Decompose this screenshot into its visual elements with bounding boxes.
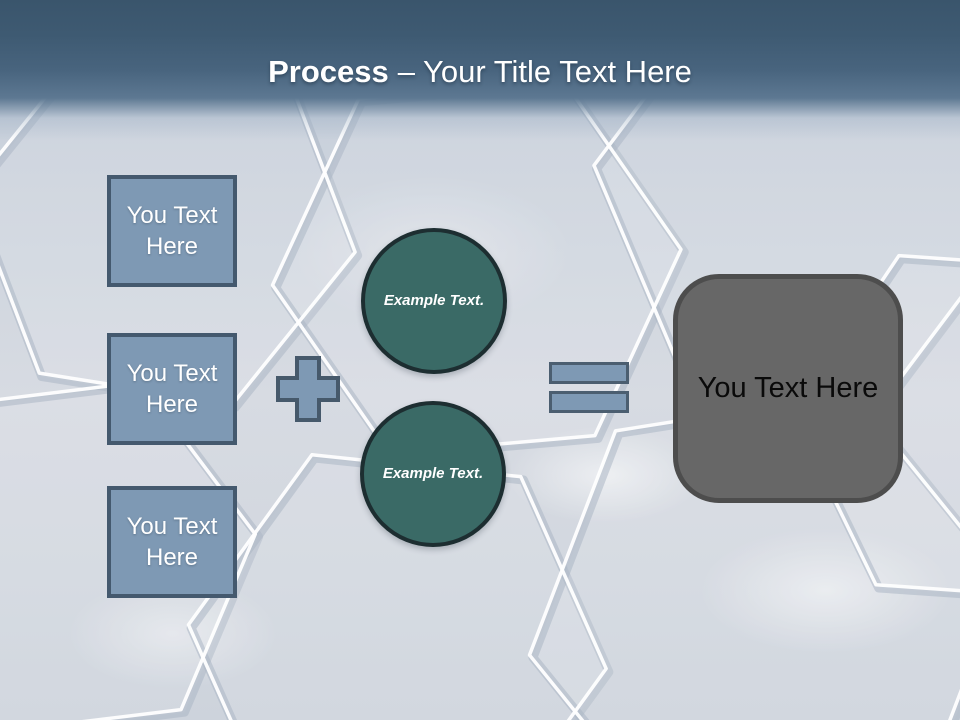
title-keyword: Process	[268, 54, 389, 89]
example-circle-1-label: Example Text.	[383, 292, 485, 309]
text-box-3[interactable]: You Text Here	[107, 486, 237, 598]
equals-icon[interactable]	[549, 391, 629, 413]
text-box-3-label: You Text Here	[126, 513, 218, 571]
equals-icon[interactable]	[549, 362, 629, 384]
text-box-1[interactable]: You Text Here	[107, 175, 237, 287]
text-box-2-label: You Text Here	[126, 360, 218, 418]
slide-title[interactable]: Process– Your Title Text Here	[0, 52, 960, 92]
text-box-1-label: You Text Here	[126, 202, 218, 260]
title-bar: Process– Your Title Text Here	[0, 0, 960, 140]
text-box-2[interactable]: You Text Here	[107, 333, 237, 445]
example-circle-1[interactable]: Example Text.	[361, 228, 507, 374]
result-box[interactable]: You Text Here	[673, 274, 903, 503]
result-box-label: You Text Here	[697, 372, 879, 404]
title-subtitle: – Your Title Text Here	[397, 54, 692, 89]
example-circle-2[interactable]: Example Text.	[360, 401, 506, 547]
example-circle-2-label: Example Text.	[382, 465, 484, 482]
plus-icon[interactable]	[274, 354, 342, 424]
